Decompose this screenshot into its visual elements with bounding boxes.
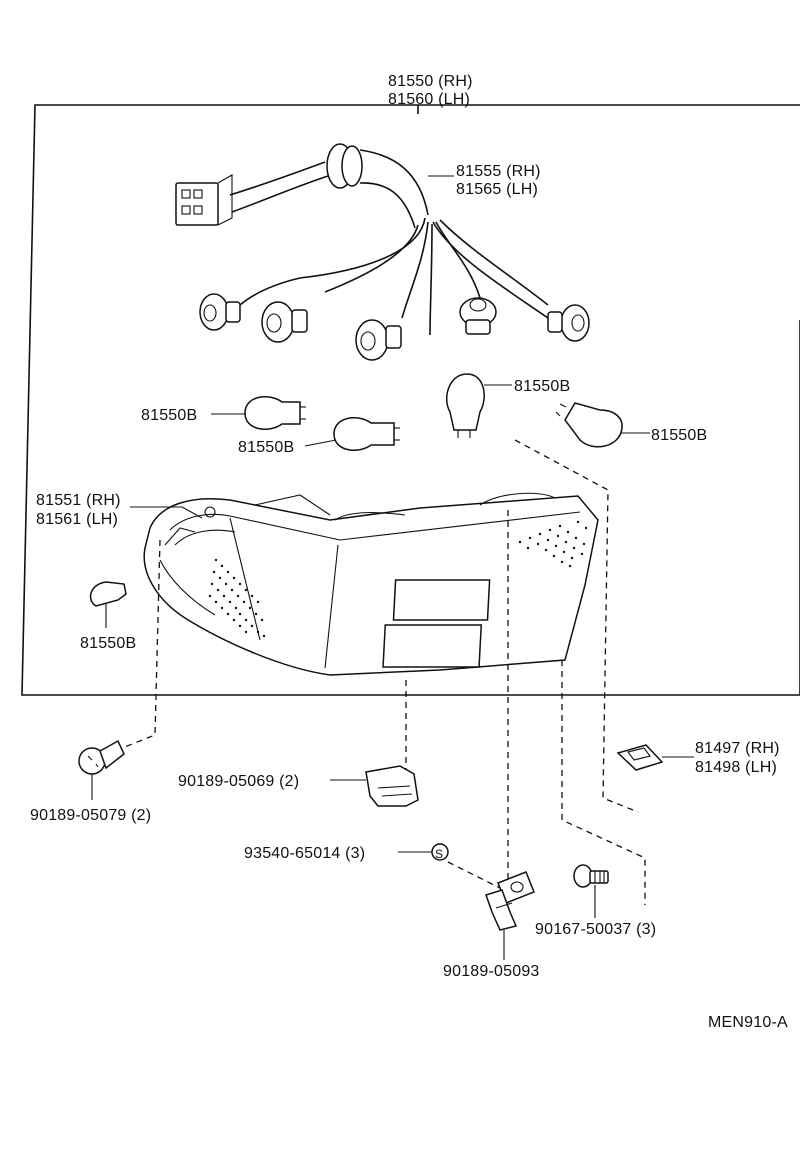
bulb-5-label: 81550B: [80, 635, 136, 652]
clip-b-label: 90189-05079 (2): [30, 807, 151, 824]
clip-part-a: [330, 765, 419, 807]
bulb-1-label: 81550B: [141, 407, 197, 424]
assembly-rh-label: 81550 (RH): [388, 73, 473, 90]
bracket-rh-label: 81497 (RH): [695, 740, 780, 757]
nut-part: S: [398, 843, 449, 861]
harness-rh-label: 81555 (RH): [456, 163, 541, 180]
bracket-lh-label: 81498 (LH): [695, 759, 777, 776]
clip-c-label: 90189-05093: [443, 963, 540, 980]
bulb-3-label: 81550B: [514, 378, 570, 395]
assembly-lh-label: 81560 (LH): [388, 91, 470, 108]
bulb-right: [555, 402, 650, 448]
wiring-harness: [175, 143, 590, 361]
lens-lh-label: 81561 (LH): [36, 511, 118, 528]
screw-part: [573, 864, 609, 918]
bulb-small: [89, 581, 127, 628]
bracket-part: [616, 744, 694, 771]
harness-lh-label: 81565 (LH): [456, 181, 538, 198]
socket-4: [459, 297, 497, 335]
screw-label: 90167-50037 (3): [535, 921, 656, 938]
diagram-code: MEN910-A: [708, 1014, 788, 1031]
bulb-2-label: 81550B: [238, 439, 294, 456]
clip-part-b: [78, 739, 125, 800]
clip-a-label: 90189-05069 (2): [178, 773, 299, 790]
lens-rh-label: 81551 (RH): [36, 492, 121, 509]
nut-label: 93540-65014 (3): [244, 845, 365, 862]
bulb-4-label: 81550B: [651, 427, 707, 444]
assembly-frame: [21, 104, 800, 696]
socket-5: [547, 304, 590, 342]
assembly-guide-lines: [111, 439, 646, 905]
bulb-middle-left: [304, 417, 400, 451]
nut-symbol: S: [435, 847, 443, 861]
bulb-upper-left: [211, 396, 306, 430]
socket-3: [355, 319, 402, 361]
socket-2: [261, 301, 308, 343]
bulb-center: [446, 373, 512, 438]
clip-part-c: [485, 871, 535, 960]
tail-lamp-lens: [143, 492, 599, 676]
socket-1: [199, 293, 241, 331]
